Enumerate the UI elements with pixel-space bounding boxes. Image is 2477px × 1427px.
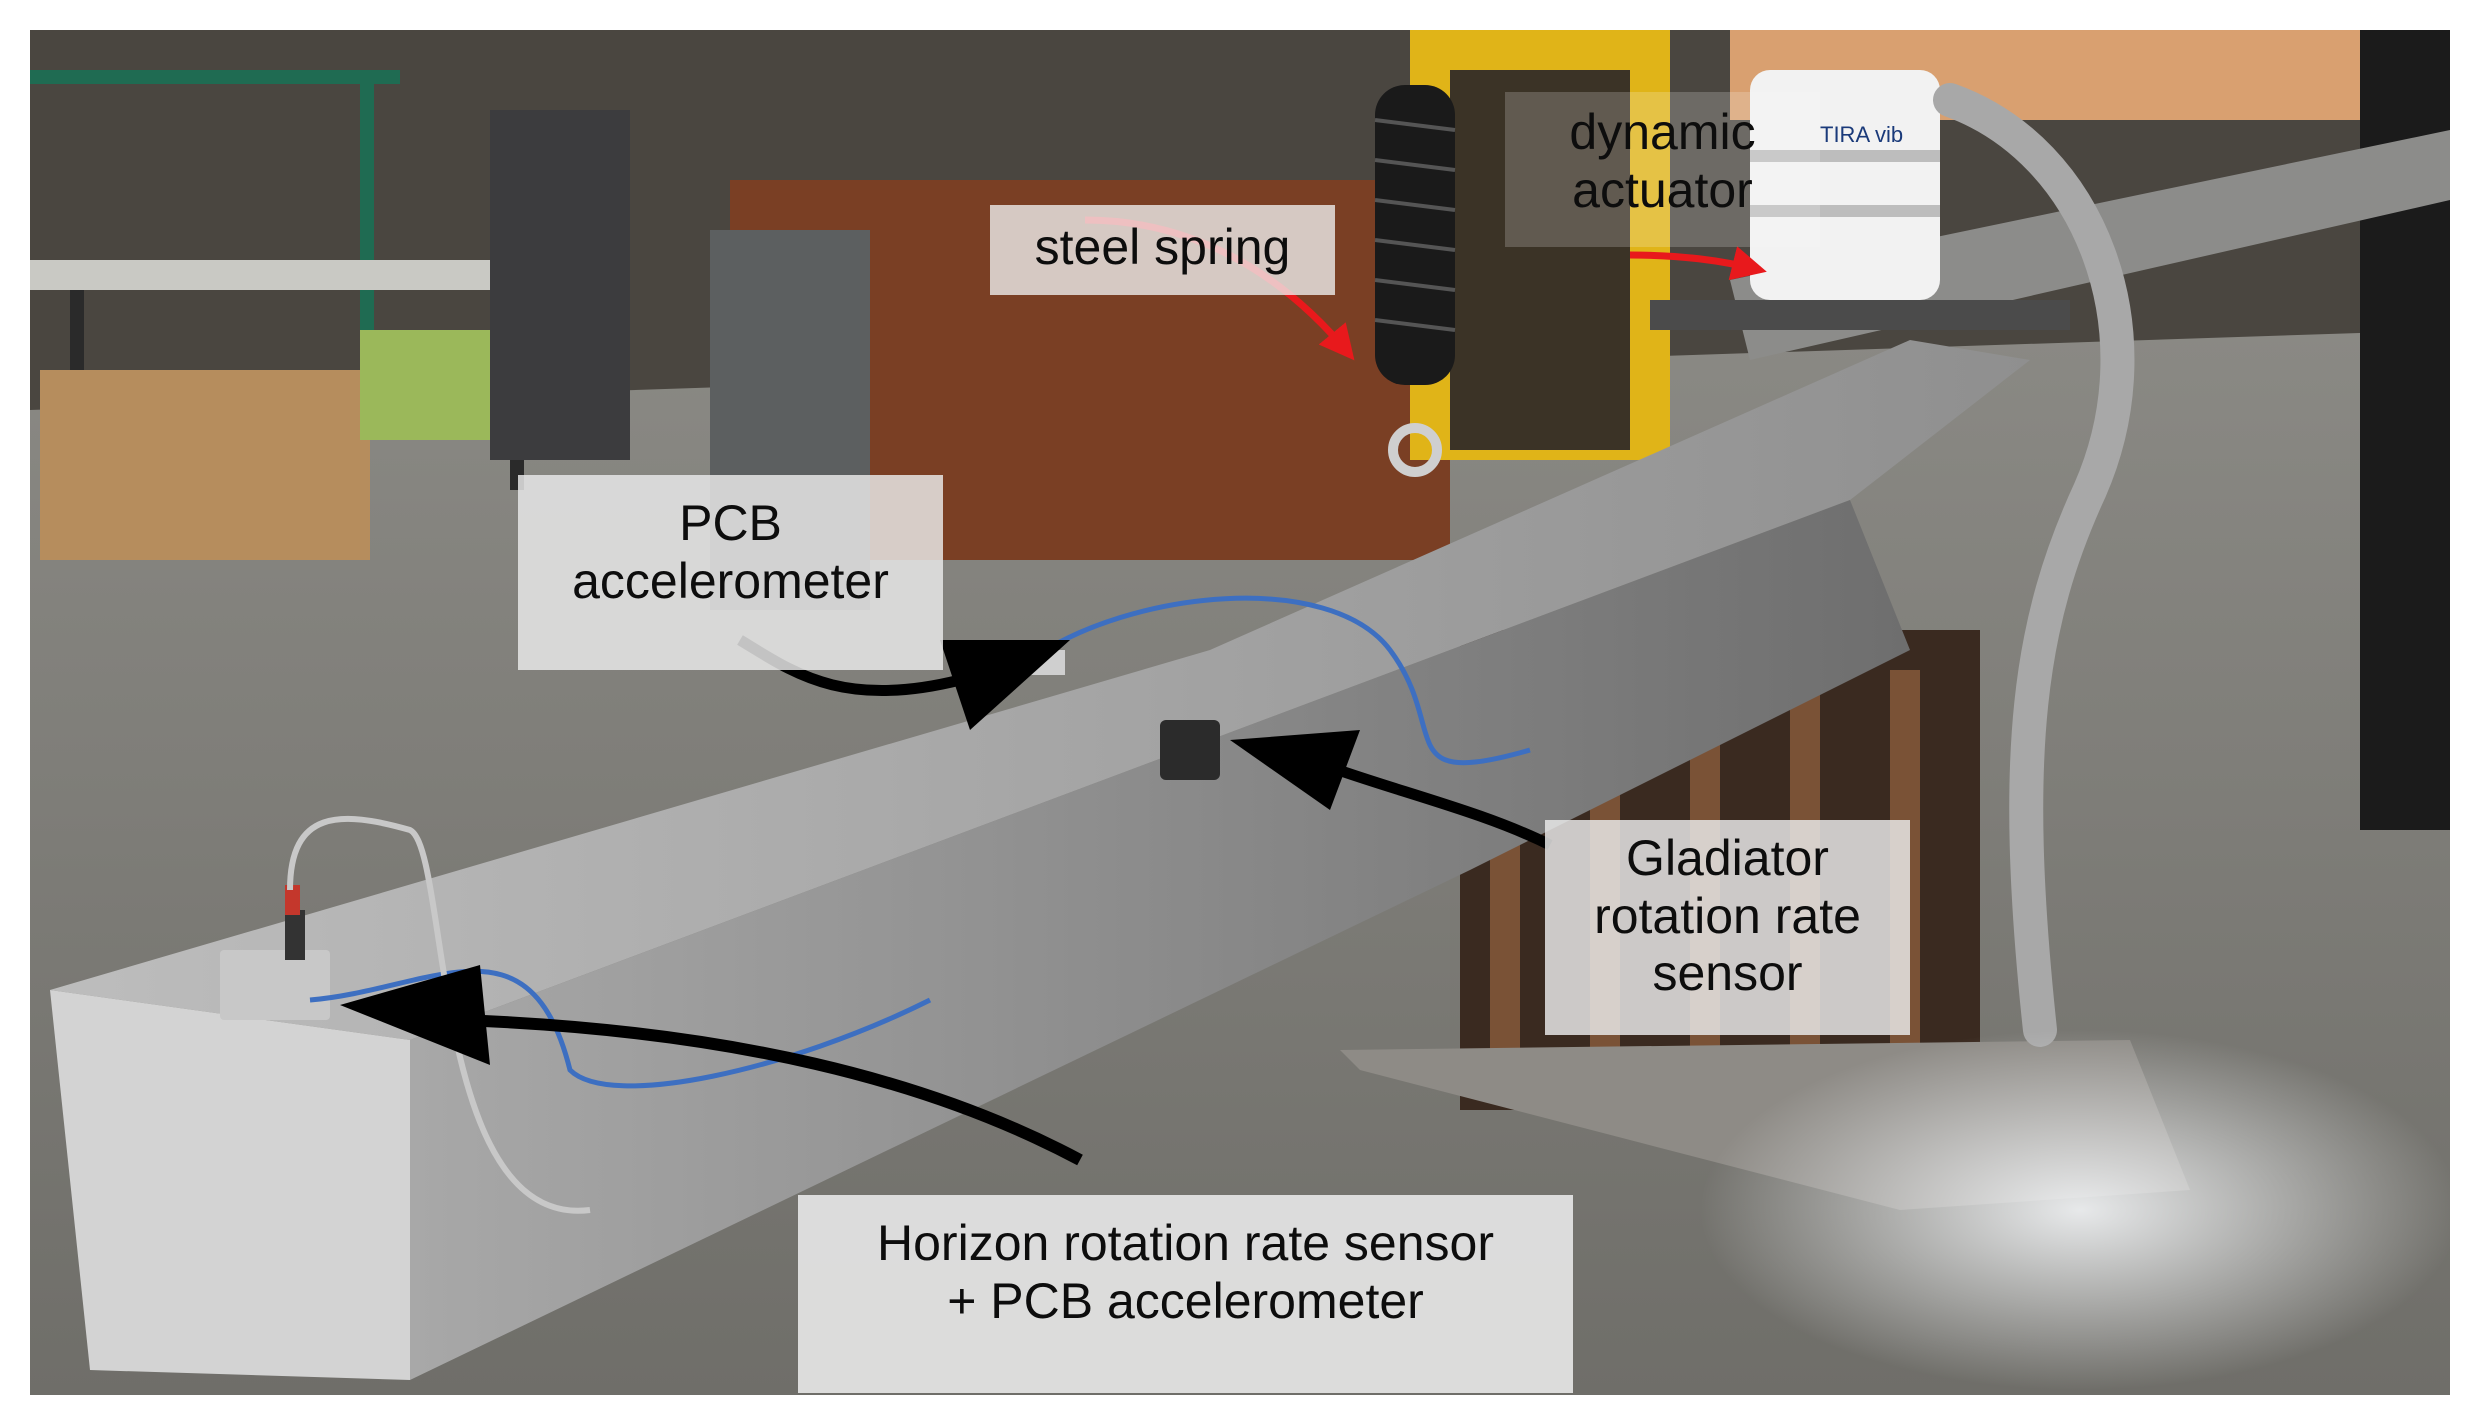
label-dynamic-actuator: dynamic actuator	[1505, 92, 1820, 247]
actuator-brand: TIRA vib	[1820, 122, 1903, 147]
horizon-sensor-device	[220, 950, 330, 1020]
label-gladiator-sensor: Gladiator rotation rate sensor	[1545, 820, 1910, 1035]
cabinet	[490, 110, 630, 460]
label-steel-spring-text: steel spring	[1034, 219, 1291, 275]
floor-glare	[1700, 1030, 2450, 1390]
photo: TIRA vib	[30, 30, 2450, 1395]
black-arrow-gladiator	[1230, 730, 1553, 850]
label-horizon-line-2: + PCB accelerometer	[947, 1272, 1424, 1329]
hook-shackle	[1388, 423, 1442, 477]
flexible-hose	[1933, 83, 2135, 1047]
steel-spring	[1375, 85, 1455, 385]
actuator-plate	[1650, 300, 2070, 330]
label-pcb-line-1: PCB	[679, 495, 782, 551]
beam-end	[50, 990, 410, 1380]
cardboard-box	[40, 370, 370, 560]
label-dynamic-actuator-line-2: actuator	[1572, 161, 1753, 218]
label-gladiator-line-2: rotation rate	[1594, 887, 1861, 944]
beam-top	[50, 340, 2030, 1040]
label-horizon-sensor: Horizon rotation rate sensor + PCB accel…	[798, 1195, 1573, 1393]
label-gladiator-line-1: Gladiator	[1626, 830, 1829, 886]
label-pcb-accelerometer: PCB accelerometer	[518, 475, 943, 670]
gladiator-sensor-device	[1160, 720, 1220, 780]
label-gladiator-line-3: sensor	[1652, 945, 1803, 1001]
workbench	[30, 260, 550, 290]
label-horizon-line-1: Horizon rotation rate sensor	[877, 1215, 1494, 1271]
black-arrow-horizon	[340, 965, 1083, 1166]
red-arrow-actuator	[1629, 246, 1767, 281]
label-pcb-line-2: accelerometer	[572, 552, 889, 609]
green-rail	[30, 70, 400, 84]
beam-side	[410, 500, 1910, 1380]
label-dynamic-actuator-line-1: dynamic	[1569, 104, 1756, 160]
label-steel-spring: steel spring	[990, 205, 1335, 295]
cable	[1028, 595, 1531, 766]
actuator-body	[1750, 70, 1940, 300]
